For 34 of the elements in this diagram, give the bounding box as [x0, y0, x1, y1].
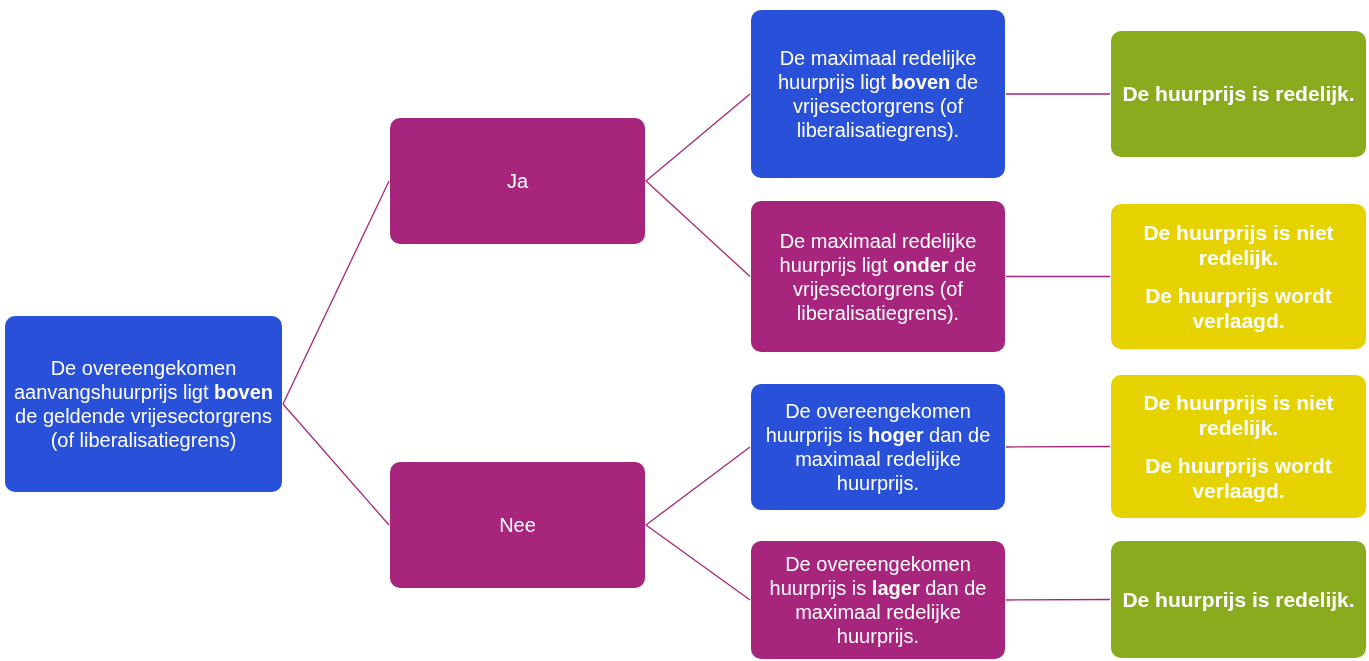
- box-text: De maximaal redelijke huurprijs ligt onder de vrijesectorgrens (of liberalisatiegrens).: [778, 228, 978, 325]
- connector-line: [1005, 93, 1111, 95]
- box-text: De huurprijs is redelijk.: [1122, 586, 1355, 613]
- box-text: De huurprijs wordt verlaagd.: [1144, 282, 1333, 333]
- box-text: De overeengekomen huurprijs is lager dan de maximaal redelijke huurprijs.: [768, 552, 988, 648]
- connector-line: [645, 524, 751, 601]
- box-text: De overeengekomen huurprijs is hoger dan de maximaal redelijke huurprijs.: [764, 399, 992, 495]
- answer-box: [390, 118, 645, 244]
- connector-line: [645, 93, 751, 182]
- result-box: [1111, 31, 1366, 157]
- connector-line: [282, 403, 390, 526]
- answer-box: [751, 201, 1005, 352]
- connector-line: [645, 180, 751, 278]
- result-box: [1111, 541, 1366, 658]
- condition-box: [751, 10, 1005, 178]
- result-box: [1111, 375, 1366, 518]
- box-text: De maximaal redelijke huurprijs ligt boven de vrijesectorgrens (of liberalisatiegrens).: [776, 46, 980, 142]
- connector-line: [645, 446, 751, 526]
- box-text: Nee: [499, 513, 536, 537]
- answer-box: [751, 541, 1005, 659]
- box-text: De huurprijs is redelijk.: [1122, 81, 1355, 107]
- box-text: De huurprijs wordt verlaagd.: [1144, 452, 1333, 503]
- connector-line: [1005, 445, 1111, 448]
- condition-box: [5, 316, 282, 492]
- answer-box: [390, 462, 645, 588]
- box-text: Ja: [506, 169, 529, 193]
- connector-line: [1005, 275, 1111, 278]
- box-text: De huurprijs is niet redelijk.: [1142, 220, 1335, 271]
- box-text: De huurprijs is niet redelijk.: [1142, 390, 1335, 441]
- condition-box: [751, 384, 1005, 510]
- connector-line: [282, 180, 390, 405]
- connector-line: [1005, 598, 1111, 601]
- box-text: De overeengekomen aanvangshuurprijs ligt boven de geldende vrijesectorgrens (of liberalisatiegrens): [13, 356, 274, 452]
- result-box: [1111, 204, 1366, 349]
